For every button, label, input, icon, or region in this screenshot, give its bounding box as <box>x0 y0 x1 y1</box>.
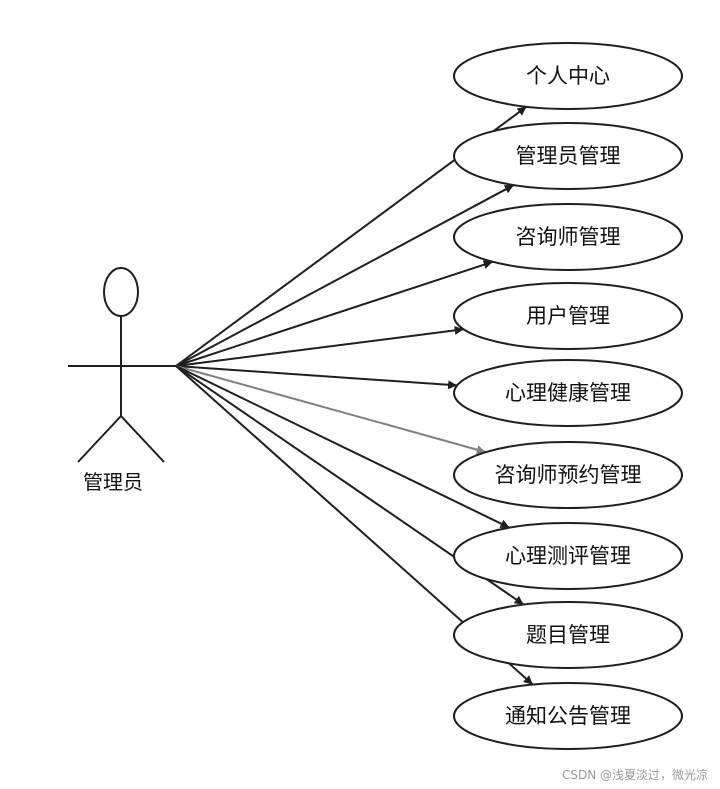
association-arrow-5 <box>175 365 458 390</box>
use-case-ellipse <box>453 682 683 750</box>
actor-figure <box>68 267 176 463</box>
use-case-ellipse <box>453 359 683 427</box>
use-case-ellipse <box>453 203 683 271</box>
use-case-label: 心理测评管理 <box>505 544 631 568</box>
use-case-label: 个人中心 <box>526 64 610 88</box>
use-case-label: 咨询师预约管理 <box>495 463 642 487</box>
use-case-3: 咨询师管理 <box>453 203 683 271</box>
association-arrow-2 <box>175 184 515 367</box>
use-case-1: 个人中心 <box>453 42 683 110</box>
use-case-label: 用户管理 <box>526 304 610 328</box>
use-case-4: 用户管理 <box>453 282 683 350</box>
use-case-5: 心理健康管理 <box>453 359 683 427</box>
association-arrow-7 <box>175 365 510 529</box>
use-case-label: 心理健康管理 <box>505 381 631 405</box>
use-case-ellipse <box>453 522 683 590</box>
use-case-ellipse <box>453 282 683 350</box>
use-case-ellipse <box>453 601 683 669</box>
use-case-label: 通知公告管理 <box>505 704 631 728</box>
watermark: CSDN @浅夏淡过，微光凉 <box>561 768 708 782</box>
use-case-9: 通知公告管理 <box>453 682 683 750</box>
actor-label: 管理员 <box>83 470 143 494</box>
use-case-8: 题目管理 <box>453 601 683 669</box>
use-case-ellipse <box>453 441 683 509</box>
use-case-2: 管理员管理 <box>453 122 683 190</box>
actor-left-leg <box>77 415 122 463</box>
use-case-6: 咨询师预约管理 <box>453 441 683 509</box>
actor-head <box>103 267 139 317</box>
use-case-label: 管理员管理 <box>516 144 621 168</box>
association-arrow-4 <box>175 325 464 367</box>
use-case-label: 题目管理 <box>526 623 610 647</box>
use-case-7: 心理测评管理 <box>453 522 683 590</box>
association-arrow-6 <box>175 365 487 455</box>
use-case-list: 个人中心管理员管理咨询师管理用户管理心理健康管理咨询师预约管理心理测评管理题目管… <box>453 42 683 750</box>
association-arrow-3 <box>175 260 494 367</box>
actor-right-leg <box>120 415 165 463</box>
use-case-label: 咨询师管理 <box>516 225 621 249</box>
use-case-ellipse <box>453 42 683 110</box>
use-case-ellipse <box>453 122 683 190</box>
